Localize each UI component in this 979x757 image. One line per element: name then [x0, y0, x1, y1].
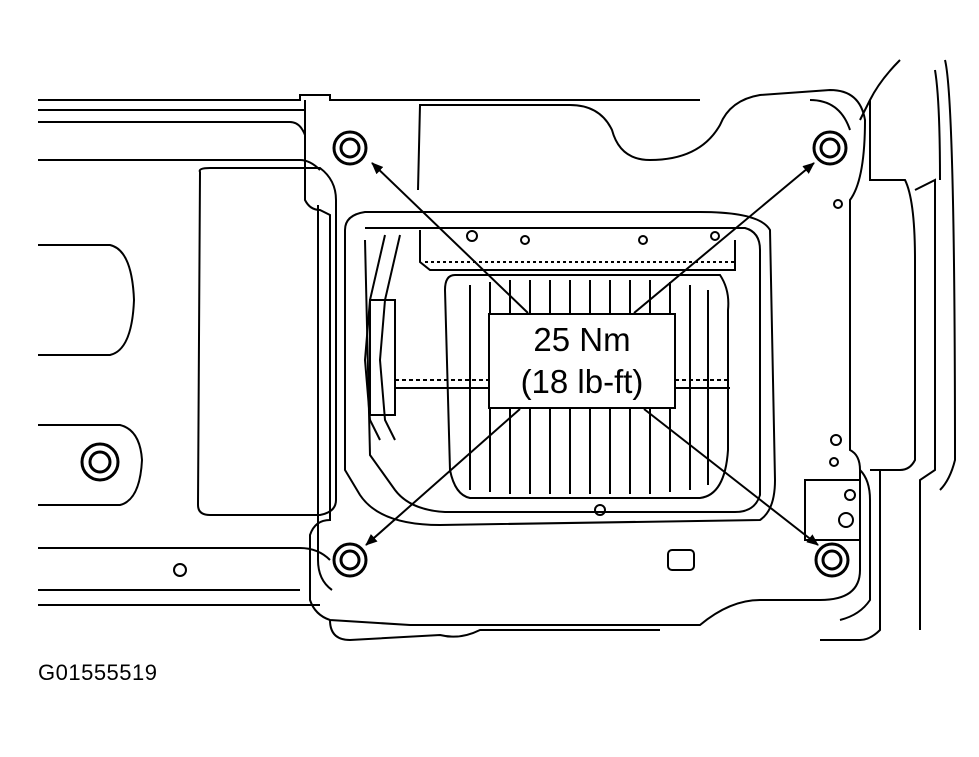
arrow-top-right	[633, 162, 815, 314]
torque-imperial-label: (18 lb-ft)	[520, 363, 644, 400]
torque-arrows	[365, 162, 819, 546]
arrow-bottom-left	[365, 408, 521, 546]
frame-plug	[80, 442, 120, 482]
mounting-bolt-bottom-right	[814, 542, 850, 578]
torque-metric-label: 25 Nm	[533, 321, 631, 358]
mounting-bolt-top-left	[332, 130, 368, 166]
arrow-top-left	[371, 162, 529, 314]
vehicle-frame	[38, 59, 957, 642]
mounting-bolt-top-right	[812, 130, 848, 166]
small-holes	[173, 199, 856, 577]
arrow-bottom-right	[643, 408, 819, 546]
figure-id-label: G01555519	[38, 660, 158, 685]
mounting-bolt-bottom-left	[332, 542, 368, 578]
torque-callout: 25 Nm (18 lb-ft)	[488, 313, 676, 409]
